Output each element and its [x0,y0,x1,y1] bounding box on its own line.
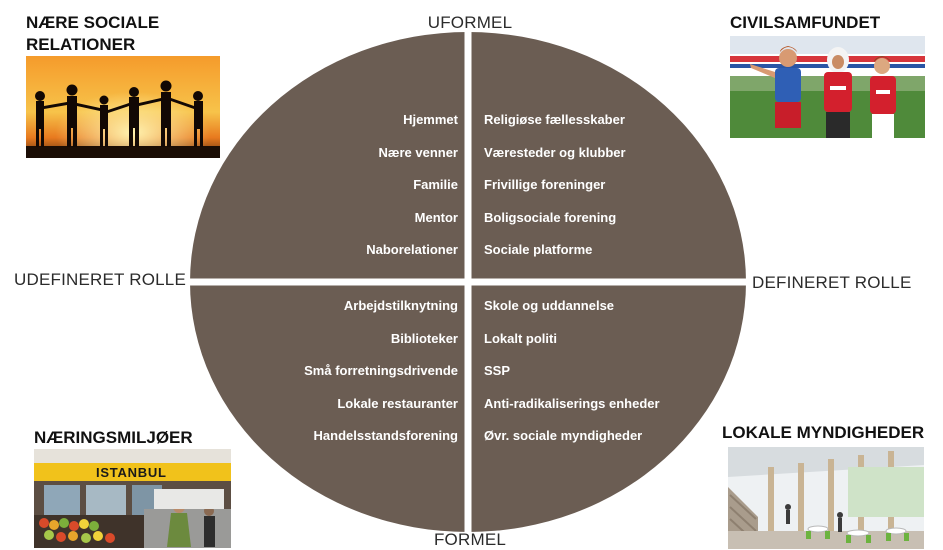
list-item: Små forretningsdrivende [304,363,458,378]
list-item: Hjemmet [403,112,458,127]
corner-title-bottom-left: NÆRINGSMILJØER [34,428,193,447]
list-item: Biblioteker [390,330,458,346]
list-item: Sociale platforme [484,242,593,257]
axis-label-bottom: FORMEL [433,530,507,549]
axis-label-left: UDEFINERET ROLLE [14,270,186,289]
photo-football-girls [730,36,925,138]
shop-sign-text: ISTANBUL [96,465,166,480]
quadrant-bottom-left-list: Arbejdstilknytning Biblioteker Små forre… [304,299,458,462]
list-item: Naborelationer [366,242,458,257]
quadrant-bottom-right-list: Skole og uddannelse Lokalt politi SSP An… [484,299,660,462]
list-item: SSP [484,363,511,378]
list-item: Nære venner [378,144,458,160]
quadrant-top-right-list: Religiøse fællesskaber Væresteder og klu… [484,113,626,276]
photo-sunset-silhouettes [26,56,220,158]
corner-title-top-left: NÆRE SOCIALE RELATIONER [26,13,160,54]
axis-label-right: DEFINERET ROLLE [752,273,912,292]
corner-title-top-right: CIVILSAMFUNDET [730,13,881,32]
list-item: Religiøse fællesskaber [484,112,625,127]
list-item: Skole og uddannelse [484,298,615,313]
list-item: Frivillige foreninger [484,177,606,192]
list-item: Anti-radikaliserings enheder [484,395,660,411]
axis-label-top: UFORMEL [427,13,513,32]
list-item: Væresteder og klubber [484,144,626,160]
list-item: Lokale restauranter [337,395,458,411]
corner-title-bottom-right: LOKALE MYNDIGHEDER [722,423,925,442]
list-item: Familie [413,177,458,192]
photo-shop-street: ISTANBUL [34,449,231,548]
list-item: Arbejdstilknytning [343,298,458,313]
list-item: Boligsociale forening [484,209,617,225]
quadrant-top-left-list: Hjemmet Nære venner Familie Mentor Nabor… [366,113,458,276]
list-item: Lokalt politi [484,330,557,346]
list-item: Øvr. sociale myndigheder [484,428,643,443]
list-item: Handelsstandsforening [313,428,458,443]
photo-modern-atrium [728,447,924,549]
list-item: Mentor [414,209,458,225]
